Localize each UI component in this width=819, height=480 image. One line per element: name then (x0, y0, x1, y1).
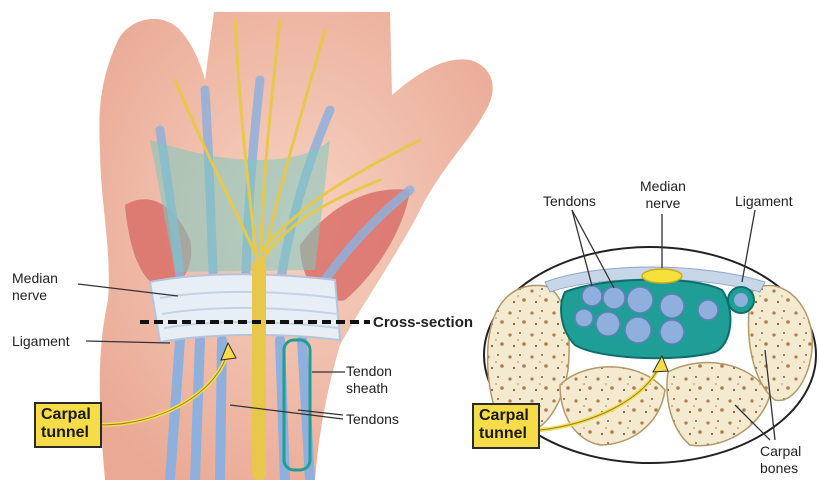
label-ligament-section: Ligament (735, 193, 793, 210)
label-tendons-section: Tendons (543, 193, 596, 210)
median-nerve-section (642, 269, 682, 283)
label-ligament-hand: Ligament (12, 333, 70, 350)
carpal-tunnel-callout-hand: Carpal tunnel (34, 402, 102, 448)
hand-view (78, 12, 493, 480)
label-median-nerve-hand: Median nerve (12, 270, 58, 304)
label-median-nerve-section: Median nerve (640, 178, 686, 212)
median-nerve (252, 260, 266, 480)
label-carpal-bones: Carpal bones (760, 443, 801, 477)
label-tendons-hand: Tendons (346, 411, 399, 428)
carpal-tunnel-callout-section: Carpal tunnel (472, 403, 540, 449)
label-cross-section: Cross-section (373, 314, 473, 331)
label-tendon-sheath: Tendon sheath (346, 363, 392, 397)
palm-sheath (150, 140, 330, 272)
